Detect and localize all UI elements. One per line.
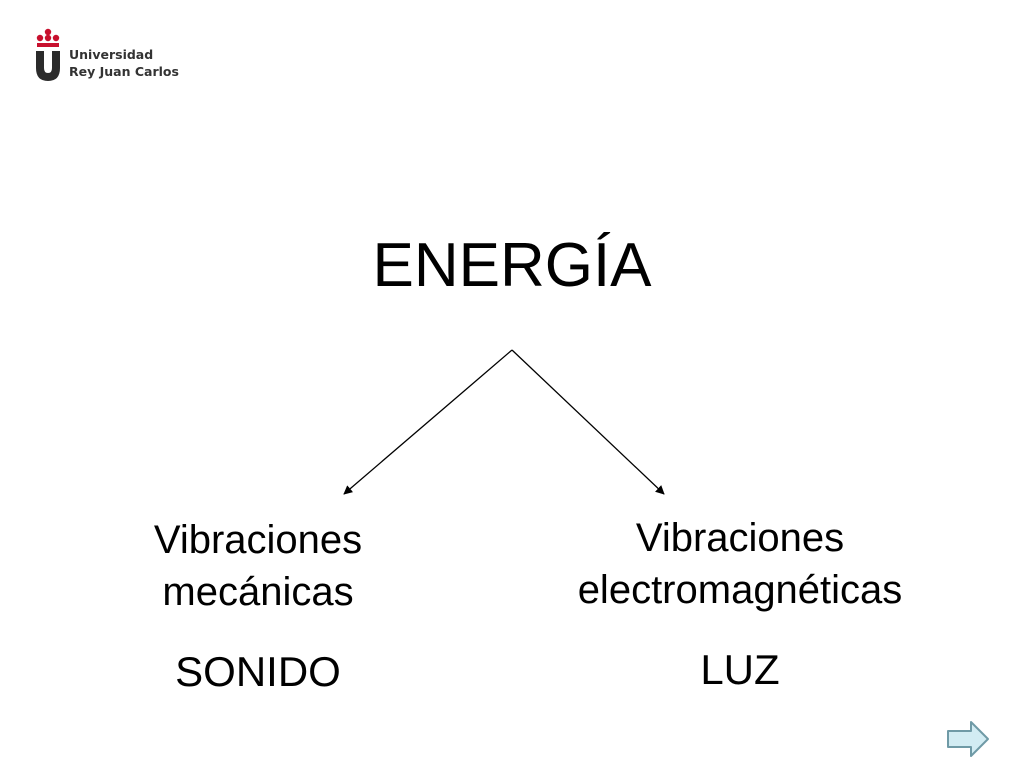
next-slide-button[interactable]: [946, 720, 990, 758]
university-name-line1: Universidad: [69, 47, 154, 62]
branch-mechanical: Vibraciones mecánicas SONIDO: [100, 514, 416, 698]
branch-electromagnetic-value: LUZ: [700, 646, 780, 693]
right-arrow-icon: [947, 721, 989, 757]
branch-electromagnetic-label-line1: Vibraciones: [635, 516, 845, 560]
branch-electromagnetic: Vibraciones electromagnéticas LUZ: [520, 512, 960, 696]
arrow-left: [343, 349, 513, 495]
university-logo: Universidad Rey Juan Carlos: [34, 28, 194, 84]
urjc-logo-icon: [36, 28, 60, 81]
branch-electromagnetic-label-line2: electromagnéticas: [577, 568, 903, 612]
branch-mechanical-value: SONIDO: [175, 648, 341, 695]
university-name: Universidad Rey Juan Carlos: [69, 46, 179, 80]
university-name-line2: Rey Juan Carlos: [69, 64, 179, 79]
arrow-right: [511, 349, 665, 495]
diagram-title: ENERGÍA: [372, 231, 652, 300]
branch-mechanical-label-line1: Vibraciones: [153, 518, 363, 562]
branch-mechanical-label-line2: mecánicas: [162, 570, 354, 614]
